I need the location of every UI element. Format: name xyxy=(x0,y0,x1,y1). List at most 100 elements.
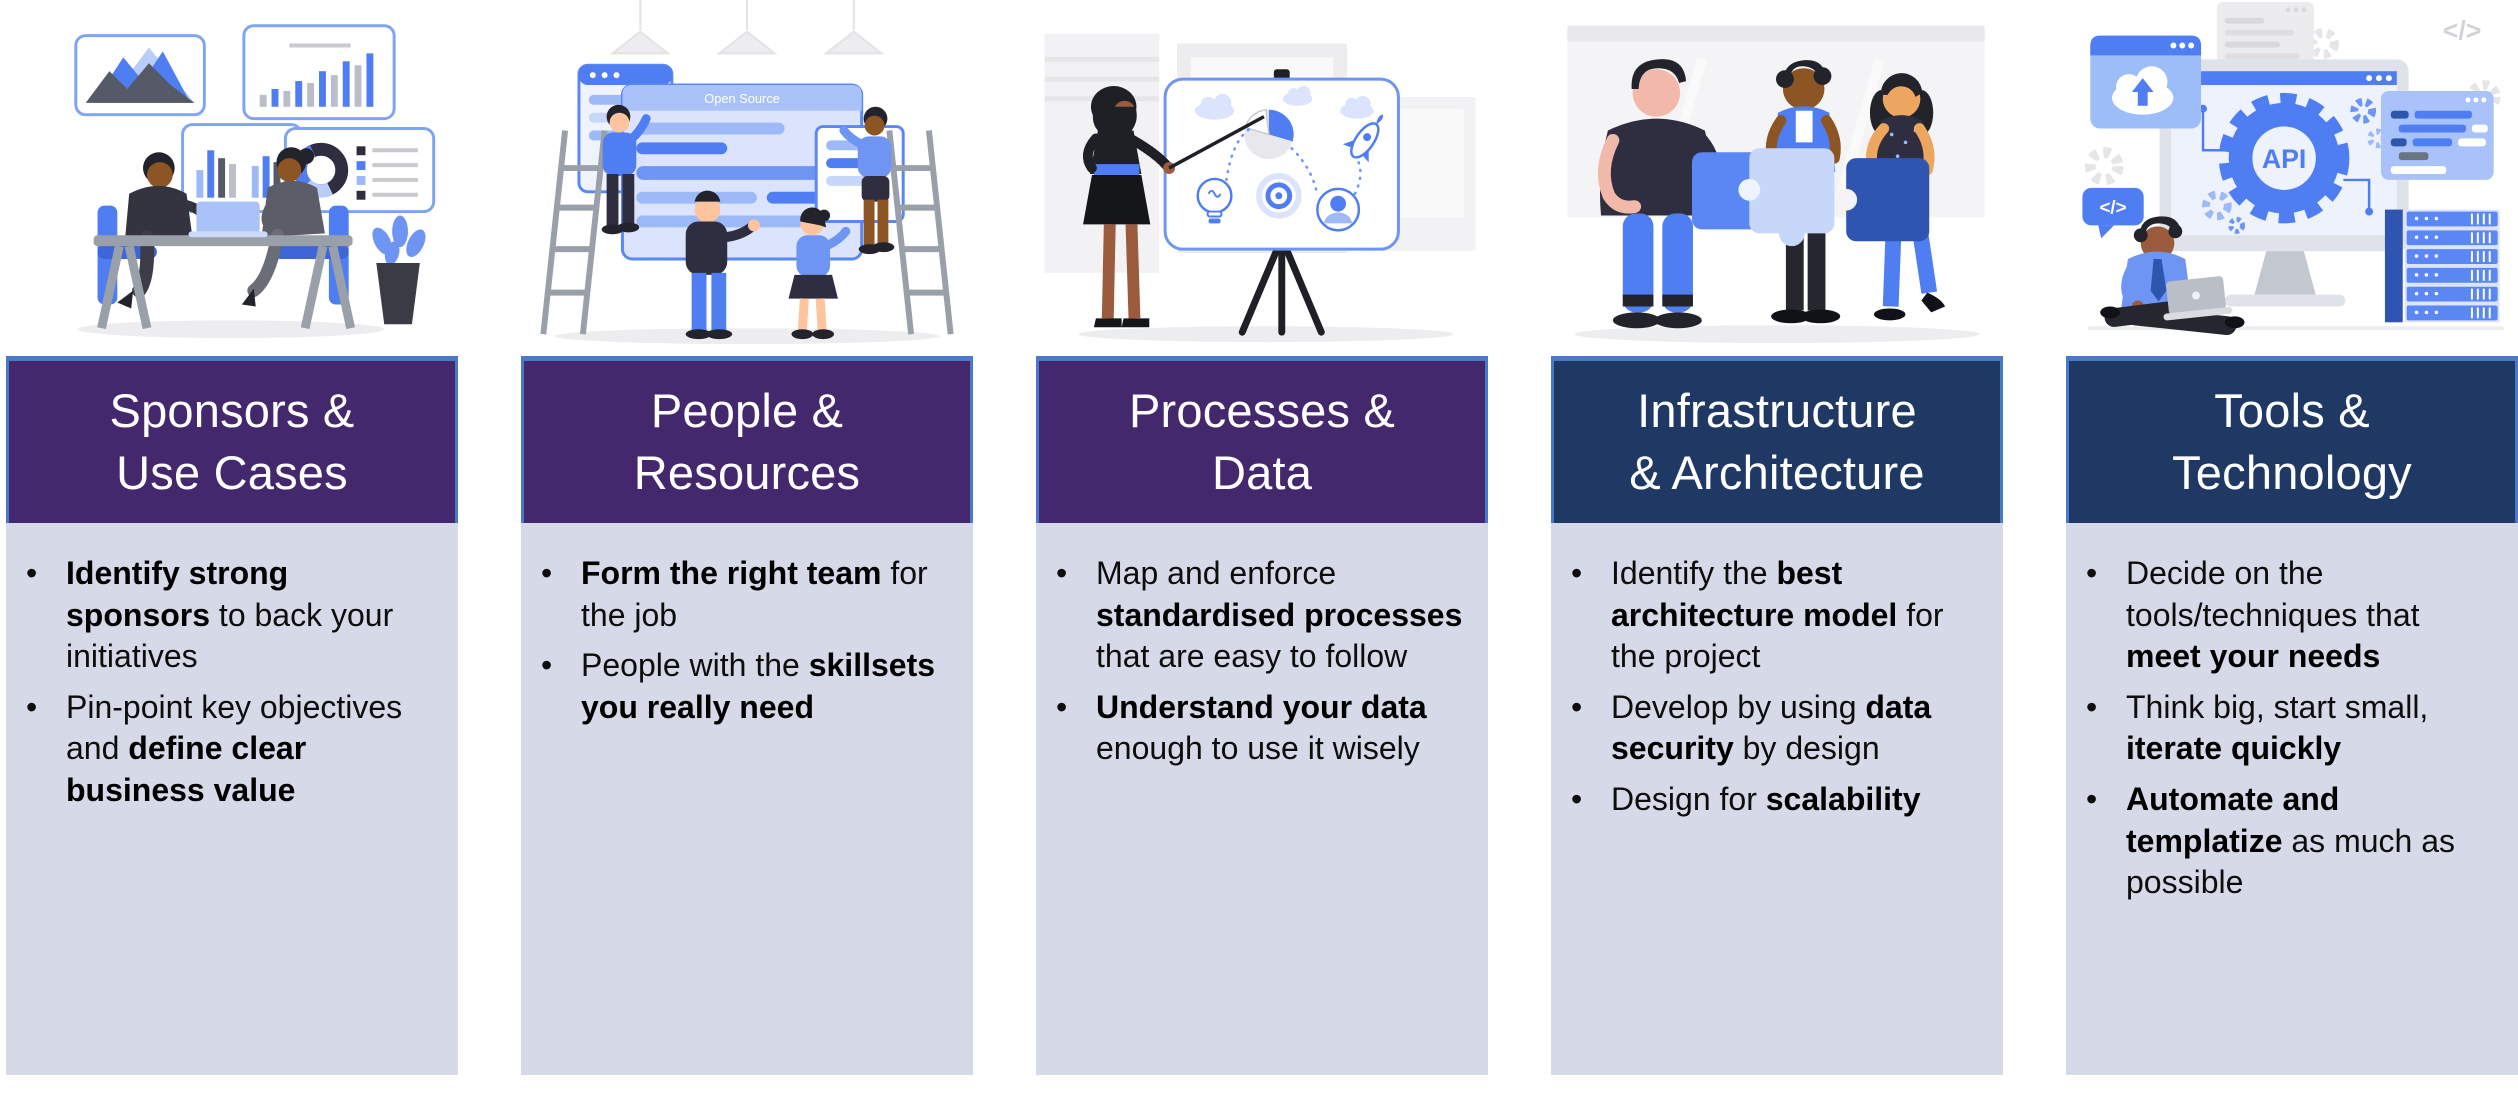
column-body: • Decide on the tools/techniques that mee… xyxy=(2066,523,2518,1075)
bar-chart-card xyxy=(242,24,396,121)
column-title: Infrastructure & Architecture xyxy=(1629,383,1925,499)
bullet-marker: • xyxy=(541,647,553,684)
column-title: Processes & Data xyxy=(1128,383,1396,499)
laptop xyxy=(188,201,268,238)
bullet-list: • Identify strong sponsors to back your i… xyxy=(26,553,440,812)
puzzle-piece-dark xyxy=(1835,158,1930,242)
bullet-text: People with the skillsets you really nee… xyxy=(581,647,936,725)
bullet-text: Automate and templatize as much as possi… xyxy=(2126,780,2455,901)
bullet-text: Decide on the tools/techniques that meet… xyxy=(2126,555,2420,675)
bullet-item: • Think big, start small, iterate quickly xyxy=(2086,687,2500,770)
bullet-text: Identify the best architecture model for… xyxy=(1611,555,1944,675)
ladder-right xyxy=(886,130,954,335)
illustration-people: Open Source xyxy=(521,0,973,348)
bullet-marker: • xyxy=(1571,780,1583,817)
column-tools-technology: </> API xyxy=(2066,0,2518,1075)
person-middle xyxy=(685,190,760,340)
connector-lines xyxy=(2199,104,2374,216)
column-title: People & Resources xyxy=(633,383,861,499)
easel-tripod xyxy=(1238,241,1325,336)
column-header: Tools & Technology xyxy=(2066,356,2518,523)
bullet-marker: • xyxy=(1056,688,1068,725)
column-header: People & Resources xyxy=(521,356,973,523)
bullet-marker: • xyxy=(26,555,38,591)
column-sponsors-use-cases: Sponsors & Use Cases • Identify strong sp… xyxy=(6,0,458,1075)
illustration-tools: </> API xyxy=(2066,0,2518,348)
illustration-processes xyxy=(1036,0,1488,348)
plant xyxy=(372,215,426,325)
column-people-resources: Open Source xyxy=(521,0,973,1075)
bullet-text: Understand your data enough to use it wi… xyxy=(1096,688,1427,767)
column-body: • Form the right team for the job • People … xyxy=(521,523,973,1075)
bullet-list: • Form the right team for the job • People … xyxy=(541,553,955,728)
server-rack xyxy=(2384,209,2500,323)
bullet-text: Design for scalability xyxy=(1611,780,1921,817)
person-right xyxy=(241,147,325,307)
column-body: • Identify the best architecture model fo… xyxy=(1551,523,2003,1075)
gray-code-window xyxy=(2216,1,2314,66)
person-on-left-ladder xyxy=(601,104,651,235)
lightbulb-icon xyxy=(1196,177,1233,224)
bullet-list: • Map and enforce standardised processes … xyxy=(1056,553,1470,770)
code-window xyxy=(2380,90,2494,180)
bullet-item: • People with the skillsets you really ne… xyxy=(541,645,955,728)
column-body: • Map and enforce standardised processes … xyxy=(1036,523,1488,1075)
api-label: API xyxy=(2262,144,2307,174)
cloud-upload-window xyxy=(2090,35,2202,129)
code-badge: </> xyxy=(2082,187,2144,239)
bullet-text: Think big, start small, iterate quickly xyxy=(2126,688,2429,767)
table xyxy=(93,235,355,330)
bullet-text: Pin-point key objectives and define clea… xyxy=(66,688,403,808)
bullet-item: • Identify strong sponsors to back your i… xyxy=(26,553,440,678)
bullet-list: • Decide on the tools/techniques that mee… xyxy=(2086,553,2500,904)
whiteboard xyxy=(1163,77,1400,251)
five-pillars-board: Sponsors & Use Cases • Identify strong sp… xyxy=(6,0,2518,1075)
dotted-connectors xyxy=(1225,127,1362,197)
illustration-infrastructure xyxy=(1551,0,2003,348)
person-on-right-ladder xyxy=(839,106,895,255)
bullet-marker: • xyxy=(2086,688,2098,725)
developer-api-illustration: </> API xyxy=(2082,1,2504,336)
bullet-marker: • xyxy=(1056,555,1068,591)
column-header: Processes & Data xyxy=(1036,356,1488,523)
woman-presenting-whiteboard-illustration xyxy=(1044,33,1476,343)
column-header: Sponsors & Use Cases xyxy=(6,356,458,523)
bullet-item: • Pin-point key objectives and define cle… xyxy=(26,687,440,812)
code-glyph-gray: </> xyxy=(2443,16,2482,46)
bullet-item: • Map and enforce standardised processes … xyxy=(1056,553,1470,678)
column-body: • Identify strong sponsors to back your i… xyxy=(6,523,458,1075)
bullet-item: • Design for scalability xyxy=(1571,779,1985,821)
ceiling-lamps xyxy=(609,0,885,55)
code-glyph-blue: </> xyxy=(2099,197,2126,218)
api-gear: API xyxy=(2218,92,2350,224)
pie-chart-icon xyxy=(1244,108,1294,160)
bullet-item: •Develop by using data security by desig… xyxy=(1571,687,1985,770)
bullet-item: • Form the right team for the job xyxy=(541,553,955,636)
open-source-title: Open Source xyxy=(704,91,780,106)
bullet-item: • Automate and templatize as much as poss… xyxy=(2086,779,2500,904)
presenter-woman xyxy=(1082,86,1265,328)
column-header: Infrastructure & Architecture xyxy=(1551,356,2003,523)
bullet-text: Develop by using data security by design xyxy=(1611,688,1932,767)
bullet-text: Identify strong sponsors to back your in… xyxy=(66,555,394,675)
column-title: Tools & Technology xyxy=(2172,383,2412,499)
cloud-icons xyxy=(1194,86,1374,120)
bullet-marker: • xyxy=(2086,780,2098,817)
bullet-marker: • xyxy=(2086,555,2098,591)
person-circle-icon xyxy=(1316,187,1361,232)
bullet-marker: • xyxy=(26,688,38,725)
bullet-marker: • xyxy=(541,555,553,591)
area-chart-card xyxy=(74,34,206,117)
two-people-meeting-with-charts-illustration xyxy=(74,24,436,339)
ladder-left xyxy=(540,130,608,335)
bullet-item: • Understand your data enough to use it w… xyxy=(1056,687,1470,770)
column-infrastructure-architecture: Infrastructure & Architecture • Identify … xyxy=(1551,0,2003,1075)
bullet-text: Form the right team for the job xyxy=(581,555,928,633)
target-icon xyxy=(1256,173,1302,219)
person-middle-right xyxy=(788,207,851,340)
column-processes-data: Processes & Data • Map and enforce standa… xyxy=(1036,0,1488,1075)
bullet-text: Map and enforce standardised processes t… xyxy=(1096,555,1463,675)
developer-laptop xyxy=(2163,276,2233,321)
illustration-sponsors xyxy=(6,0,458,348)
puzzle-piece-light xyxy=(1738,148,1835,247)
